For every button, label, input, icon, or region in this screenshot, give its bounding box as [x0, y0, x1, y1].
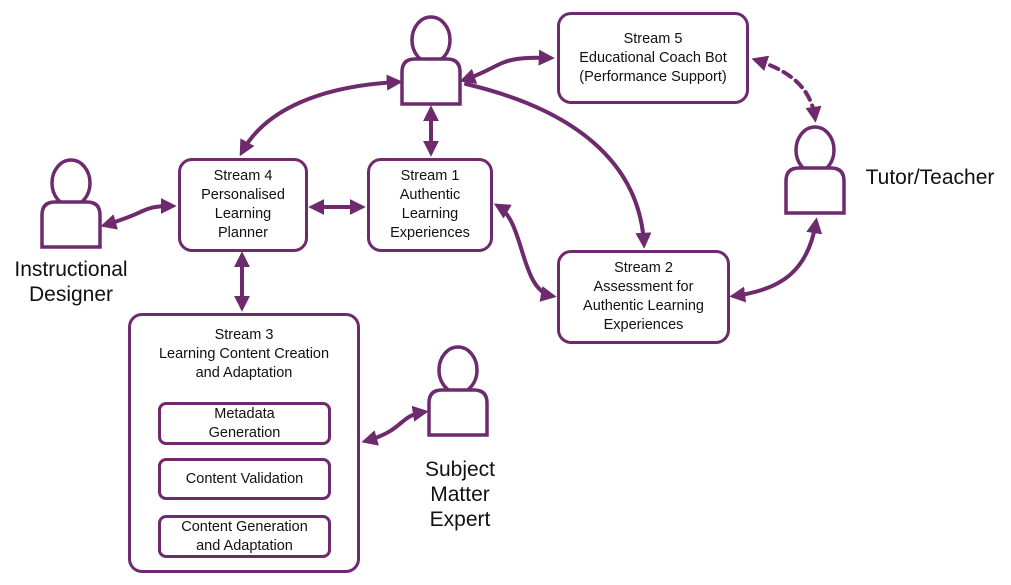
sme-label: Subject Matter Expert	[405, 457, 515, 532]
stream3-line-3: and Adaptation	[195, 365, 293, 381]
stream4-line-4: Planner	[218, 225, 268, 241]
subitem-3-line-2: and Adaptation	[196, 537, 293, 554]
stream1-line-1: Stream 1	[400, 168, 460, 184]
tutor-person-icon	[784, 125, 846, 215]
subitem-2-line-1: Content Validation	[185, 470, 304, 487]
sme-person-icon	[427, 345, 489, 437]
connector-learner-stream2	[464, 82, 652, 249]
content-validation-item: Content Validation	[158, 458, 331, 500]
stream4-line-2: Personalised	[201, 187, 285, 203]
sme-label-line-2: Matter	[430, 483, 490, 506]
tutor-label: Tutor/Teacher	[855, 165, 1005, 190]
stream2-line-3: Authentic Learning	[583, 298, 704, 314]
stream3-line-2: Learning Content Creation	[158, 346, 330, 362]
instructional-designer-person-icon	[40, 158, 102, 249]
connector-tutor-stream2	[729, 217, 823, 303]
stream4-box: Stream 4 Personalised Learning Planner	[178, 158, 308, 252]
content-generation-item: Content Generation and Adaptation	[158, 515, 331, 558]
connector-stream5-tutor-dashed	[751, 55, 822, 123]
stream5-line-3: (Performance Support)	[579, 68, 727, 85]
stream5-line-1: Stream 5	[623, 30, 683, 47]
subitem-1-line-2: Generation	[208, 424, 281, 441]
stream1-box: Stream 1 Authentic Learning Experiences	[367, 158, 493, 252]
stream3-line-1: Stream 3	[214, 327, 274, 343]
sme-label-line-1: Subject	[424, 458, 496, 481]
tutor-label-line-1: Tutor/Teacher	[865, 166, 995, 189]
designer-label-line-2: Designer	[28, 283, 114, 306]
stream5-box: Stream 5 Educational Coach Bot (Performa…	[557, 12, 749, 104]
stream1-line-2: Authentic	[399, 187, 461, 203]
instructional-designer-label: Instructional Designer	[0, 257, 142, 307]
stream2-box: Stream 2 Assessment for Authentic Learni…	[557, 250, 730, 344]
subitem-1-line-1: Metadata	[214, 405, 275, 422]
connector-stream1-stream2	[493, 203, 557, 302]
stream4-line-1: Stream 4	[213, 168, 273, 184]
stream2-line-4: Experiences	[603, 317, 684, 333]
connector-learner-stream5	[459, 49, 555, 84]
connector-designer-stream4	[100, 198, 177, 230]
stream1-line-3: Learning	[401, 206, 459, 222]
learner-person-icon	[400, 15, 462, 106]
stream5-line-2: Educational Coach Bot	[579, 49, 727, 66]
connector-sme-stream3	[361, 405, 429, 446]
stream2-line-2: Assessment for	[593, 279, 694, 295]
connector-learner-stream4	[239, 74, 403, 157]
subitem-3-line-1: Content Generation	[181, 518, 308, 535]
sme-label-line-3: Expert	[429, 508, 491, 531]
stream2-line-1: Stream 2	[614, 260, 673, 276]
stream4-line-3: Learning	[214, 206, 272, 222]
stream1-line-4: Experiences	[390, 225, 470, 241]
metadata-generation-item: Metadata Generation	[158, 402, 331, 445]
designer-label-line-1: Instructional	[14, 258, 128, 281]
